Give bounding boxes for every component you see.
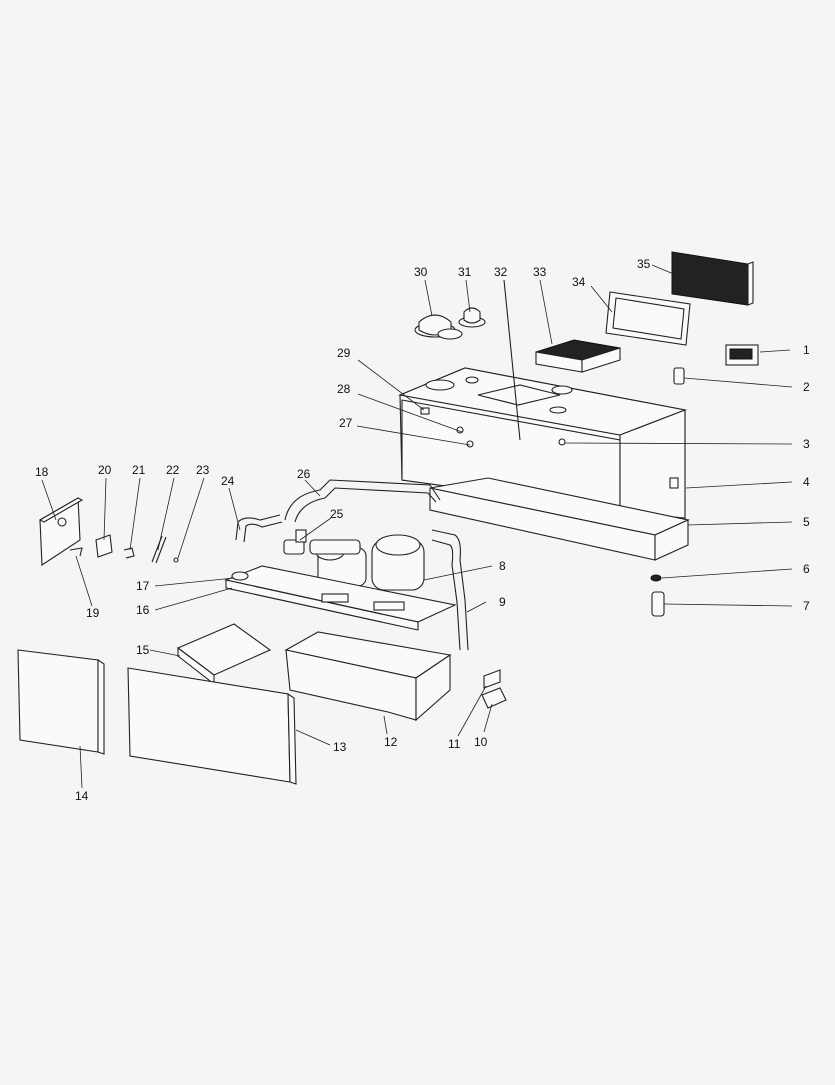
part-16-base-plate	[224, 565, 457, 631]
part-32-strip	[503, 279, 521, 441]
part-30-round-cover	[414, 314, 463, 340]
part-1-control-panel	[725, 344, 759, 366]
part-18-bracket	[38, 497, 84, 566]
callout-23: 23	[196, 463, 210, 477]
callout-24: 24	[221, 474, 235, 488]
callout-31: 31	[458, 265, 472, 279]
callout-13: 13	[333, 740, 347, 754]
callout-19: 19	[86, 606, 100, 620]
part-3-screw	[558, 438, 566, 446]
callout-33: 33	[533, 265, 547, 279]
callout-8: 8	[499, 559, 506, 573]
part-23-pin	[173, 557, 179, 563]
callout-27: 27	[339, 416, 353, 430]
part-10-block	[481, 687, 507, 709]
callout-labels: 1 2 3 4 5 6 7 8 9 10 11 12 13 14 15 16 1…	[35, 257, 810, 803]
callout-29: 29	[337, 346, 351, 360]
part-13-front-panel	[127, 667, 297, 785]
part-33-filter-element	[535, 339, 621, 373]
callout-26: 26	[297, 467, 311, 481]
part-27-screw	[466, 440, 474, 448]
part-25-valve	[283, 529, 307, 555]
callout-1: 1	[803, 343, 810, 357]
leader-lines	[41, 264, 793, 789]
callout-14: 14	[75, 789, 89, 803]
callout-25: 25	[330, 507, 344, 521]
callout-17: 17	[136, 579, 150, 593]
callout-12: 12	[384, 735, 398, 749]
part-2-cylinder	[673, 367, 685, 385]
callout-3: 3	[803, 437, 810, 451]
callout-10: 10	[474, 735, 488, 749]
part-15-coil-block	[176, 623, 272, 686]
part-26-tube	[284, 479, 441, 523]
part-31-round-cap	[458, 307, 486, 328]
part-24-hose	[235, 514, 283, 543]
part-17-ring	[231, 571, 249, 581]
part-7-bolt	[651, 591, 665, 617]
callout-30: 30	[414, 265, 428, 279]
callout-9: 9	[499, 595, 506, 609]
callout-2: 2	[803, 380, 810, 394]
part-28-bracket	[456, 426, 464, 434]
callout-18: 18	[35, 465, 49, 479]
part-22-rod	[151, 535, 167, 564]
part-29-clip	[420, 407, 430, 415]
callout-6: 6	[803, 562, 810, 576]
part-5-base-tray	[429, 477, 690, 561]
part-11-fitting	[483, 669, 501, 689]
part-12-evaporator-coil	[284, 631, 452, 722]
callout-16: 16	[136, 603, 150, 617]
callout-22: 22	[166, 463, 180, 477]
part-8-blower	[309, 534, 425, 591]
callout-5: 5	[803, 515, 810, 529]
callout-32: 32	[494, 265, 508, 279]
callout-35: 35	[637, 257, 651, 271]
callout-34: 34	[572, 275, 586, 289]
part-19-clip	[69, 547, 83, 557]
part-14-side-panel	[17, 649, 105, 755]
callout-7: 7	[803, 599, 810, 613]
part-35-filter-block	[671, 251, 754, 306]
callout-11: 11	[448, 737, 461, 751]
callout-15: 15	[136, 643, 150, 657]
part-34-gasket-frame	[605, 291, 691, 346]
part-21-bracket	[123, 547, 135, 559]
callout-21: 21	[132, 463, 146, 477]
callout-28: 28	[337, 382, 351, 396]
part-9-pipe	[431, 529, 469, 651]
part-20-relay	[95, 534, 113, 558]
callout-4: 4	[803, 475, 810, 489]
part-6-nut	[650, 574, 662, 582]
callout-20: 20	[98, 463, 112, 477]
